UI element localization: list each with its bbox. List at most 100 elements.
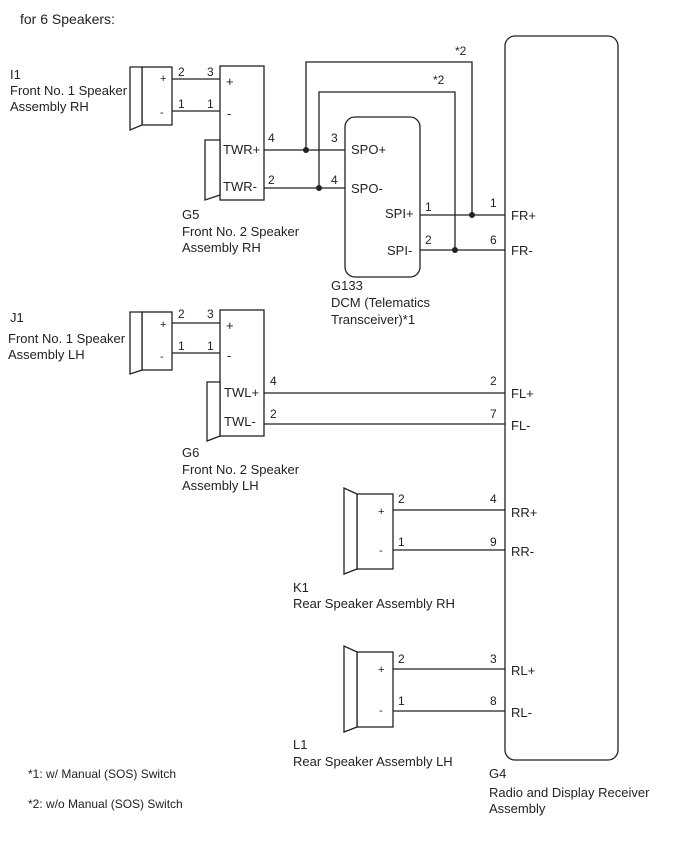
- g6-connector-box: [219, 309, 265, 437]
- pin-g4-9: 9: [490, 535, 497, 549]
- k1-name: Rear Speaker Assembly RH: [293, 596, 455, 611]
- i1-name-line1: Front No. 1 Speaker: [10, 83, 128, 98]
- j1-speaker-symbol: + -: [129, 311, 173, 375]
- pin-g4-4: 4: [490, 492, 497, 506]
- g4-receiver-box: [504, 35, 619, 761]
- g5-name-line2: Assembly RH: [182, 240, 261, 255]
- l1-name: Rear Speaker Assembly LH: [293, 754, 453, 769]
- g4-name-line1: Radio and Display Receiver: [489, 785, 650, 800]
- pin-g133-4: 4: [331, 173, 338, 187]
- g133-spi-pos-label: SPI+: [385, 206, 414, 221]
- footnote-1: *1: w/ Manual (SOS) Switch: [28, 767, 176, 781]
- g4-caption: G4 Radio and Display Receiver Assembly: [489, 766, 650, 816]
- k1-speaker-symbol: + -: [343, 486, 394, 575]
- j1-speaker-body: [141, 311, 173, 371]
- g133-spi-neg-label: SPI-: [387, 243, 412, 258]
- pin-g6-4: 4: [270, 374, 277, 388]
- g6-speaker-cone: [206, 381, 221, 442]
- pin-g4-7: 7: [490, 407, 497, 421]
- pin-k1-2: 2: [398, 492, 405, 506]
- g4-rr-neg-label: RR-: [511, 544, 534, 559]
- pin-g6-1: 1: [207, 339, 214, 353]
- k1-minus-sign: -: [379, 545, 383, 557]
- splice-dot: [452, 247, 458, 253]
- g133-name-line2: Transceiver)*1: [331, 312, 415, 327]
- bypass-ref-lower: *2: [433, 73, 445, 87]
- g4-rl-pos-label: RL+: [511, 663, 535, 678]
- i1-plus-sign: +: [160, 73, 166, 85]
- bypass-wire-twr-neg-to-fr-neg: [318, 91, 456, 250]
- g4-rl-neg-label: RL-: [511, 705, 532, 720]
- pin-g4-1: 1: [490, 196, 497, 210]
- j1-speaker-cone: [129, 311, 143, 375]
- g133-dcm-box: [344, 116, 421, 278]
- diagram-heading: for 6 Speakers:: [20, 11, 115, 27]
- g5-minus-sign: -: [227, 106, 231, 121]
- i1-speaker-symbol: + -: [129, 66, 173, 131]
- g4-rr-pos-label: RR+: [511, 505, 537, 520]
- k1-speaker-cone: [343, 486, 358, 575]
- i1-speaker-body: [141, 66, 173, 126]
- g6-name-line1: Front No. 2 Speaker: [182, 462, 300, 477]
- l1-speaker-symbol: + -: [343, 644, 394, 733]
- g4-terminal-labels: FR+ FR- FL+ FL- RR+ RR- RL+ RL-: [511, 208, 537, 720]
- i1-name-line2: Assembly RH: [10, 99, 89, 114]
- g6-minus-sign: -: [227, 348, 231, 363]
- pin-g6-3: 3: [207, 307, 214, 321]
- j1-name-line1: Front No. 1 Speaker: [8, 331, 126, 346]
- g133-spo-pos-label: SPO+: [351, 142, 386, 157]
- k1-plus-sign: +: [378, 506, 384, 518]
- j1-code: J1: [10, 310, 24, 325]
- j1-plus-sign: +: [160, 319, 166, 331]
- pin-g133-2: 2: [425, 233, 432, 247]
- pin-g6-2: 2: [270, 407, 277, 421]
- g5-twr-neg-label: TWR-: [223, 179, 257, 194]
- pin-g5-4: 4: [268, 131, 275, 145]
- pin-l1-2: 2: [398, 652, 405, 666]
- pin-g4-2: 2: [490, 374, 497, 388]
- g6-twl-neg-label: TWL-: [224, 414, 256, 429]
- i1-code: I1: [10, 67, 21, 82]
- l1-code: L1: [293, 737, 307, 752]
- pin-g133-1: 1: [425, 200, 432, 214]
- pin-g4-3: 3: [490, 652, 497, 666]
- g133-code: G133: [331, 278, 363, 293]
- k1-code: K1: [293, 580, 309, 595]
- g5-plus-sign: +: [226, 74, 234, 89]
- g5-connector-box: [219, 65, 265, 201]
- pin-g5-3: 3: [207, 65, 214, 79]
- g4-name-line2: Assembly: [489, 801, 546, 816]
- g4-fr-pos-label: FR+: [511, 208, 536, 223]
- j1-minus-sign: -: [160, 351, 164, 363]
- pin-j1-1: 1: [178, 339, 185, 353]
- i1-minus-sign: -: [160, 107, 164, 119]
- pin-i1-1: 1: [178, 97, 185, 111]
- g6-twl-pos-label: TWL+: [224, 385, 259, 400]
- g4-code: G4: [489, 766, 506, 781]
- l1-plus-sign: +: [378, 664, 384, 676]
- pin-i1-2: 2: [178, 65, 185, 79]
- pin-k1-1: 1: [398, 535, 405, 549]
- bypass-ref-upper: *2: [455, 44, 467, 58]
- pin-j1-2: 2: [178, 307, 185, 321]
- pin-g133-3: 3: [331, 131, 338, 145]
- g4-fl-neg-label: FL-: [511, 418, 531, 433]
- g5-code: G5: [182, 207, 199, 222]
- g6-code: G6: [182, 445, 199, 460]
- k1-speaker-body: [356, 493, 394, 570]
- l1-speaker-cone: [343, 644, 358, 733]
- l1-speaker-body: [356, 651, 394, 728]
- j1-name-line2: Assembly LH: [8, 347, 85, 362]
- splice-dot: [469, 212, 475, 218]
- bypass-wire-twr-pos-to-fr-pos: [305, 61, 473, 215]
- g4-fl-pos-label: FL+: [511, 386, 534, 401]
- g4-fr-neg-label: FR-: [511, 243, 533, 258]
- g5-name-line1: Front No. 2 Speaker: [182, 224, 300, 239]
- g5-twr-pos-label: TWR+: [223, 142, 260, 157]
- g133-spo-neg-label: SPO-: [351, 181, 383, 196]
- g133-name-line1: DCM (Telematics: [331, 295, 430, 310]
- i1-speaker-cone: [129, 66, 143, 131]
- pin-g5-1: 1: [207, 97, 214, 111]
- g5-speaker-cone: [204, 139, 221, 201]
